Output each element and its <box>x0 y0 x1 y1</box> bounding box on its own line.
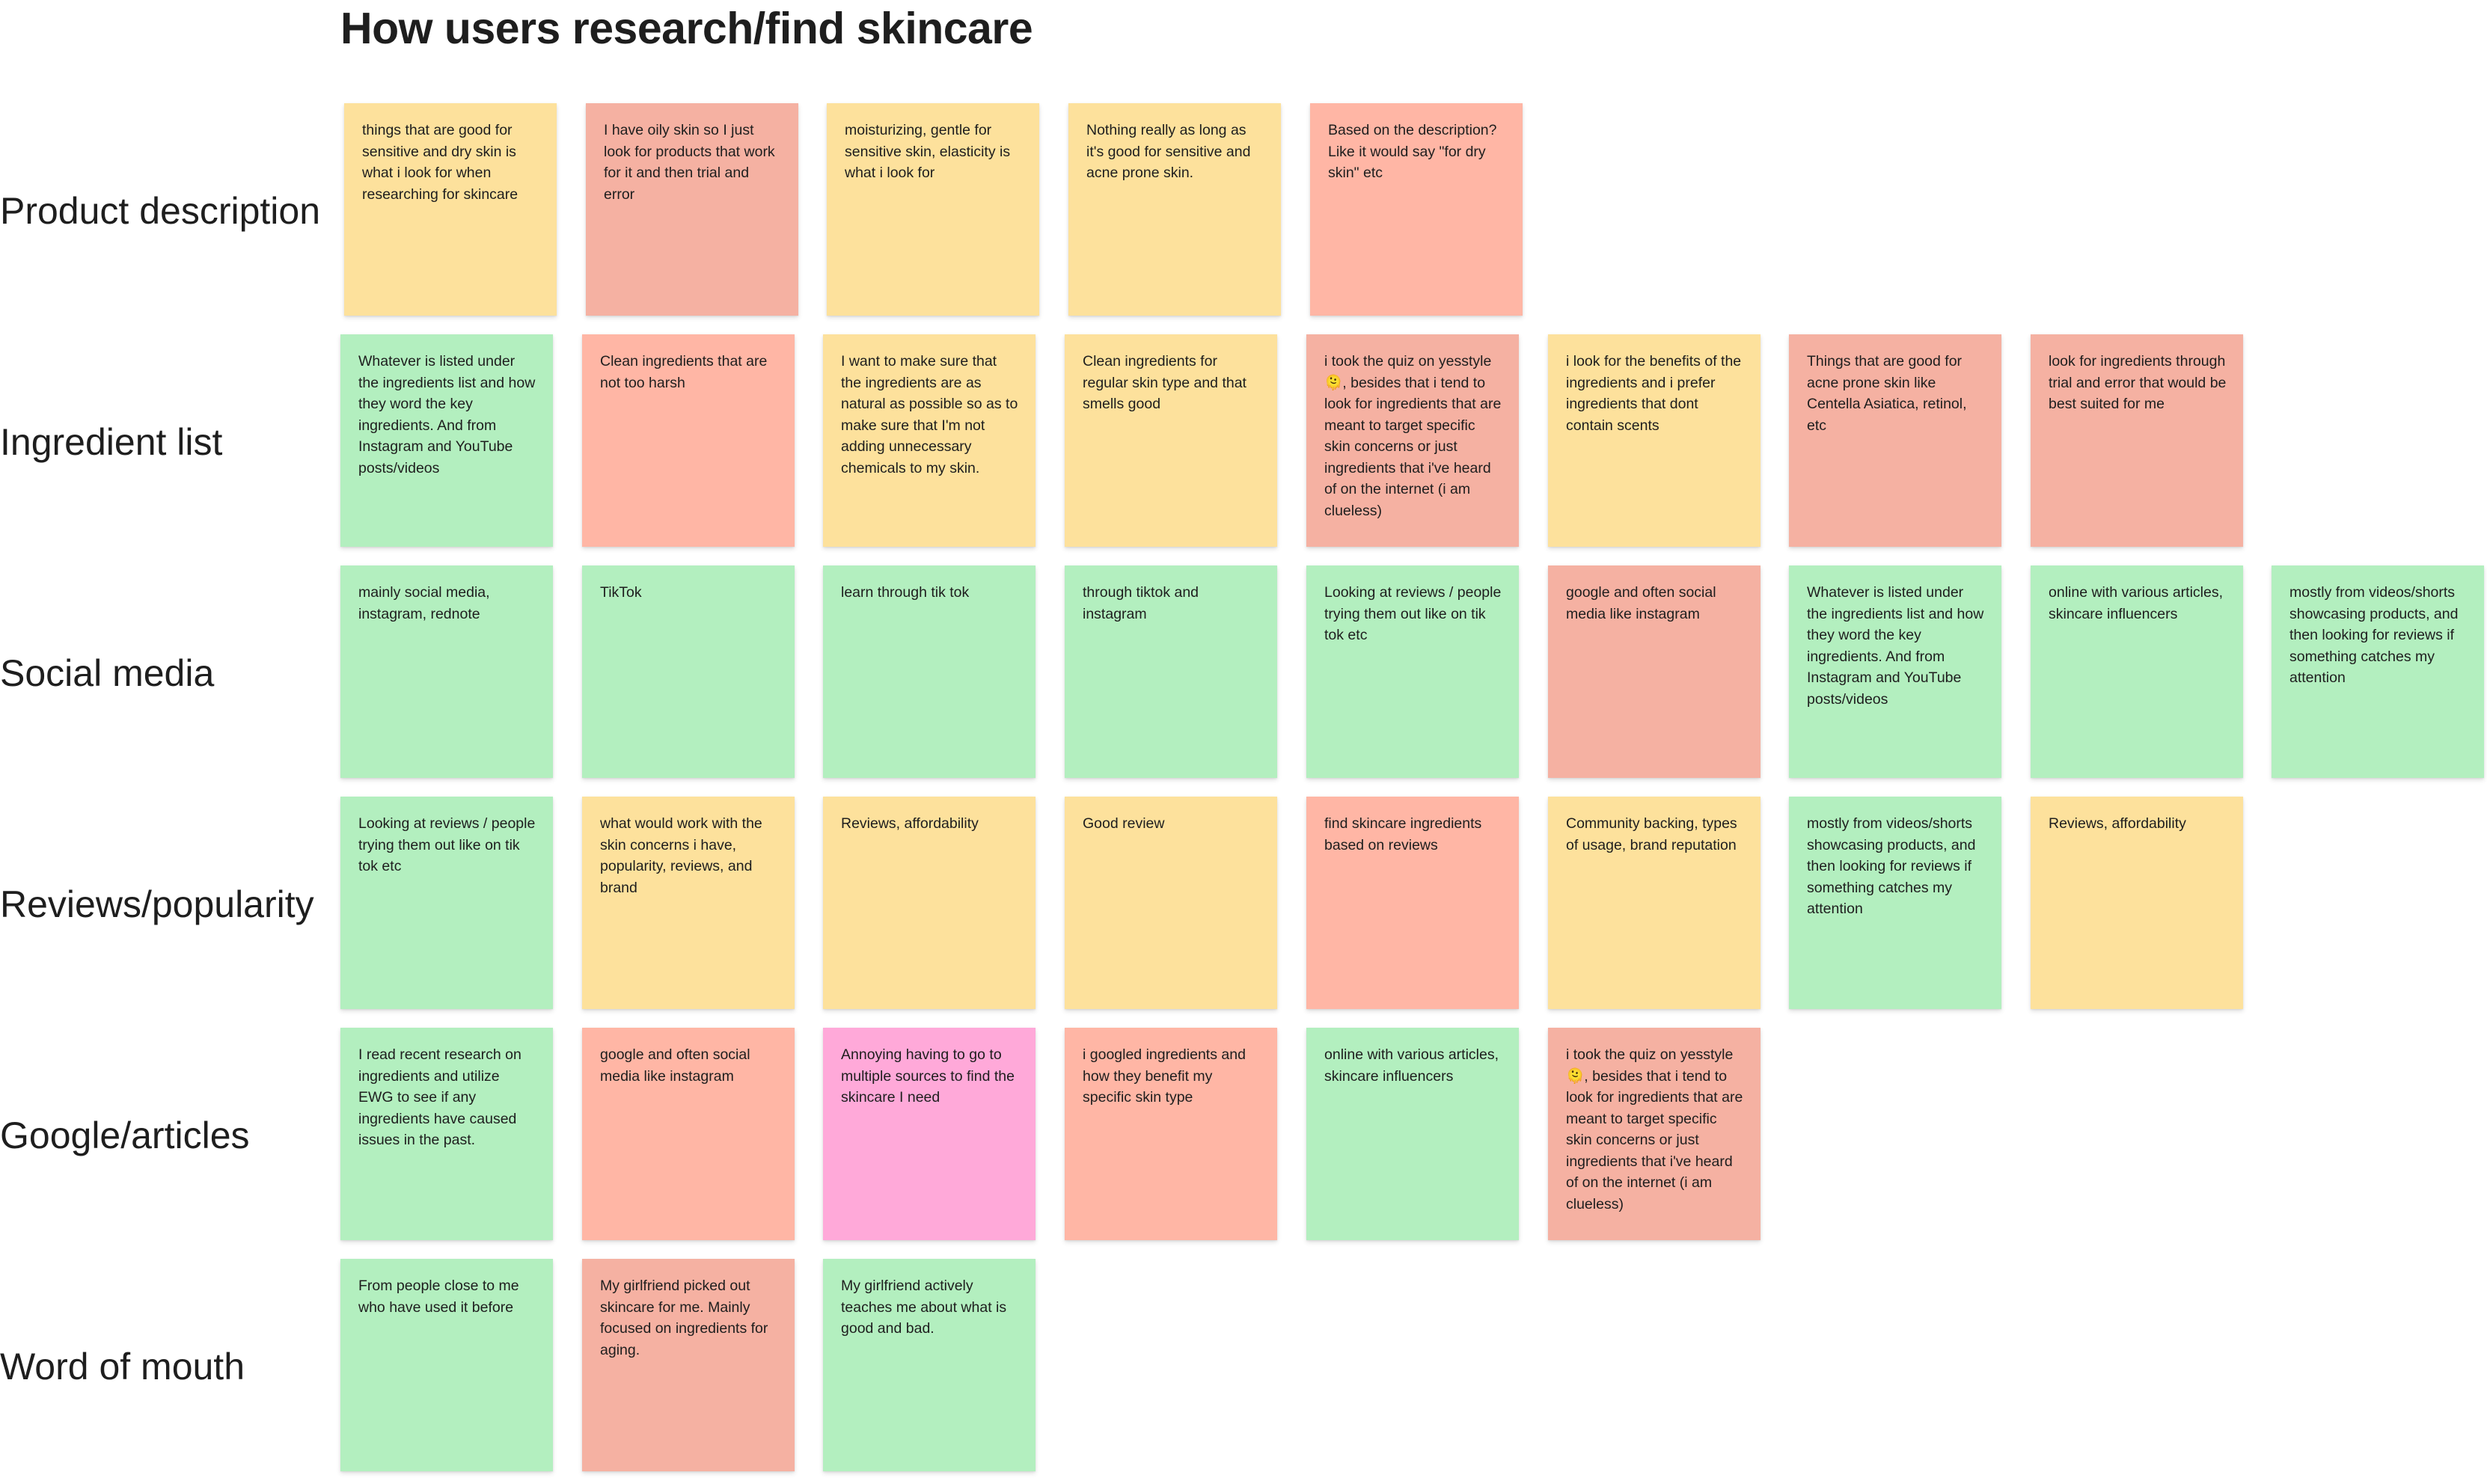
sticky-note[interactable]: through tiktok and instagram <box>1065 565 1277 778</box>
sticky-note-text: look for ingredients through trial and e… <box>2049 353 2227 412</box>
sticky-note[interactable]: Based on the description? Like it would … <box>1310 103 1523 316</box>
sticky-note-text: I want to make sure that the ingredients… <box>841 353 1018 476</box>
sticky-note[interactable]: I read recent research on ingredients an… <box>340 1028 553 1240</box>
sticky-note-text: Looking at reviews / people trying them … <box>358 815 536 874</box>
sticky-note[interactable]: Clean ingredients that are not too harsh <box>582 334 795 547</box>
board-title: How users research/find skincare <box>340 4 1033 53</box>
sticky-note-text: Clean ingredients for regular skin type … <box>1083 353 1246 412</box>
sticky-note-text: Nothing really as long as it's good for … <box>1086 122 1251 181</box>
sticky-note-text: Looking at reviews / people trying them … <box>1324 584 1502 643</box>
sticky-note[interactable]: mostly from videos/shorts showcasing pro… <box>2272 565 2484 778</box>
sticky-note[interactable]: things that are good for sensitive and d… <box>344 103 557 316</box>
row-label: Word of mouth <box>0 1346 245 1388</box>
sticky-note-text: Community backing, types of usage, brand… <box>1566 815 1737 853</box>
sticky-note-text: Clean ingredients that are not too harsh <box>600 353 768 391</box>
sticky-note-text: google and often social media like insta… <box>600 1046 750 1085</box>
sticky-note[interactable]: mainly social media, instagram, rednote <box>340 565 553 778</box>
sticky-note[interactable]: google and often social media like insta… <box>1548 565 1761 778</box>
sticky-note-text: I have oily skin so I just look for prod… <box>604 122 775 203</box>
sticky-note[interactable]: From people close to me who have used it… <box>340 1259 553 1471</box>
sticky-note-text: online with various articles, skincare i… <box>1324 1046 1499 1085</box>
sticky-note[interactable]: Things that are good for acne prone skin… <box>1789 334 2001 547</box>
sticky-note[interactable]: find skincare ingredients based on revie… <box>1306 797 1519 1009</box>
sticky-note[interactable]: Whatever is listed under the ingredients… <box>340 334 553 547</box>
sticky-note-text: Based on the description? Like it would … <box>1328 122 1497 181</box>
row-label: Social media <box>0 652 215 694</box>
sticky-note-text: mostly from videos/shorts showcasing pro… <box>1807 815 1976 917</box>
sticky-note[interactable]: Community backing, types of usage, brand… <box>1548 797 1761 1009</box>
sticky-note[interactable]: Good review <box>1065 797 1277 1009</box>
sticky-note-text: google and often social media like insta… <box>1566 584 1716 622</box>
sticky-note-text: Reviews, affordability <box>2049 815 2186 832</box>
sticky-note-text: Reviews, affordability <box>841 815 979 832</box>
sticky-note[interactable]: Whatever is listed under the ingredients… <box>1789 565 2001 778</box>
row-label: Ingredient list <box>0 421 223 463</box>
row-label: Reviews/popularity <box>0 883 314 925</box>
sticky-note[interactable]: online with various articles, skincare i… <box>2031 565 2243 778</box>
sticky-note-text: mainly social media, instagram, rednote <box>358 584 490 622</box>
sticky-note[interactable]: My girlfriend picked out skincare for me… <box>582 1259 795 1471</box>
sticky-note-text: Annoying having to go to multiple source… <box>841 1046 1015 1106</box>
sticky-note-text: i look for the benefits of the ingredien… <box>1566 353 1742 434</box>
row-label: Product description <box>0 190 321 232</box>
sticky-note[interactable]: Looking at reviews / people trying them … <box>340 797 553 1009</box>
sticky-note[interactable]: online with various articles, skincare i… <box>1306 1028 1519 1240</box>
sticky-note-text: Things that are good for acne prone skin… <box>1807 353 1967 434</box>
sticky-note[interactable]: learn through tik tok <box>823 565 1036 778</box>
sticky-note-text: learn through tik tok <box>841 584 970 601</box>
sticky-note-text: Good review <box>1083 815 1165 832</box>
sticky-note-text: things that are good for sensitive and d… <box>362 122 518 203</box>
sticky-note[interactable]: google and often social media like insta… <box>582 1028 795 1240</box>
sticky-note[interactable]: TikTok <box>582 565 795 778</box>
sticky-note-text: Whatever is listed under the ingredients… <box>358 353 536 476</box>
sticky-note[interactable]: i took the quiz on yesstyle 🫠, besides t… <box>1548 1028 1761 1240</box>
sticky-note-text: through tiktok and instagram <box>1083 584 1199 622</box>
sticky-note-text: moisturizing, gentle for sensitive skin,… <box>845 122 1011 181</box>
sticky-note-text: i took the quiz on yesstyle 🫠, besides t… <box>1324 353 1502 519</box>
sticky-note-text: My girlfriend actively teaches me about … <box>841 1278 1007 1337</box>
sticky-note-text: online with various articles, skincare i… <box>2049 584 2224 622</box>
sticky-note[interactable]: i googled ingredients and how they benef… <box>1065 1028 1277 1240</box>
sticky-note[interactable]: I have oily skin so I just look for prod… <box>586 103 798 316</box>
row-label: Google/articles <box>0 1114 250 1156</box>
sticky-note[interactable]: moisturizing, gentle for sensitive skin,… <box>827 103 1039 316</box>
sticky-note[interactable]: mostly from videos/shorts showcasing pro… <box>1789 797 2001 1009</box>
sticky-note-text: TikTok <box>600 584 642 601</box>
sticky-note-text: i googled ingredients and how they benef… <box>1083 1046 1246 1106</box>
sticky-note[interactable]: i look for the benefits of the ingredien… <box>1548 334 1761 547</box>
sticky-note[interactable]: what would work with the skin concerns i… <box>582 797 795 1009</box>
sticky-note[interactable]: Nothing really as long as it's good for … <box>1068 103 1281 316</box>
sticky-note-text: From people close to me who have used it… <box>358 1278 519 1316</box>
sticky-note[interactable]: My girlfriend actively teaches me about … <box>823 1259 1036 1471</box>
sticky-note[interactable]: Reviews, affordability <box>2031 797 2243 1009</box>
sticky-note-text: mostly from videos/shorts showcasing pro… <box>2289 584 2459 686</box>
sticky-note-text: Whatever is listed under the ingredients… <box>1807 584 1984 708</box>
sticky-note[interactable]: Annoying having to go to multiple source… <box>823 1028 1036 1240</box>
sticky-note[interactable]: Clean ingredients for regular skin type … <box>1065 334 1277 547</box>
sticky-note[interactable]: i took the quiz on yesstyle 🫠, besides t… <box>1306 334 1519 547</box>
sticky-note-text: I read recent research on ingredients an… <box>358 1046 521 1148</box>
sticky-note[interactable]: look for ingredients through trial and e… <box>2031 334 2243 547</box>
sticky-note[interactable]: I want to make sure that the ingredients… <box>823 334 1036 547</box>
sticky-note[interactable]: Reviews, affordability <box>823 797 1036 1009</box>
sticky-note-text: i took the quiz on yesstyle 🫠, besides t… <box>1566 1046 1743 1212</box>
sticky-note-text: My girlfriend picked out skincare for me… <box>600 1278 768 1358</box>
sticky-note[interactable]: Looking at reviews / people trying them … <box>1306 565 1519 778</box>
sticky-note-text: what would work with the skin concerns i… <box>600 815 762 896</box>
sticky-note-text: find skincare ingredients based on revie… <box>1324 815 1482 853</box>
